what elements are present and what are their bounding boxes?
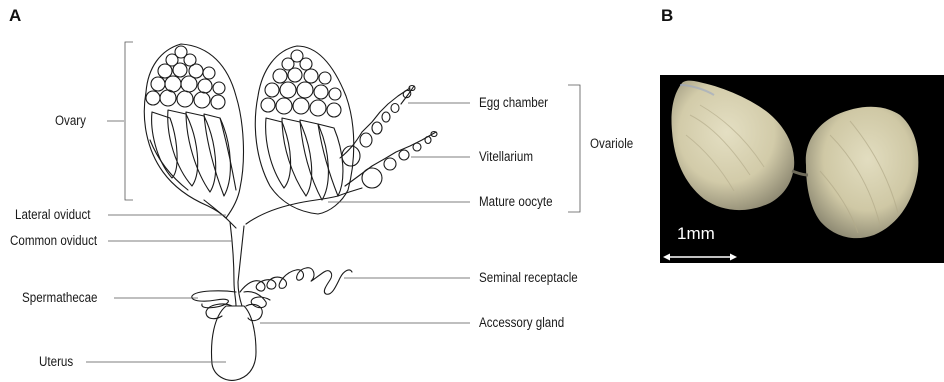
label-spermathecae: Spermathecae — [22, 290, 98, 306]
right-ovary-outline — [255, 46, 353, 214]
label-accessory-gland: Accessory gland — [479, 315, 564, 331]
seminal-receptacle — [240, 268, 352, 295]
scale-bar — [663, 254, 737, 261]
ovary-bracket — [125, 42, 133, 200]
label-egg-chamber: Egg chamber — [479, 95, 548, 111]
lateral-oviduct — [204, 196, 338, 228]
ovariole-bracket — [568, 85, 580, 212]
left-ovary-outline — [144, 44, 243, 218]
scale-bar-label: 1mm — [677, 224, 715, 244]
label-uterus: Uterus — [39, 354, 73, 370]
panel-b-letter: B — [661, 6, 673, 26]
label-common-oviduct: Common oviduct — [10, 233, 97, 249]
right-ovary-ovarioles — [266, 118, 343, 200]
right-ovary-photo — [806, 107, 919, 238]
uterus — [212, 306, 256, 380]
label-mature-oocyte: Mature oocyte — [479, 194, 553, 210]
label-ovary: Ovary — [55, 113, 86, 129]
left-ovary-photo — [671, 81, 794, 210]
common-oviduct — [230, 222, 244, 306]
label-vitellarium: Vitellarium — [479, 149, 533, 165]
label-lateral-oviduct: Lateral oviduct — [15, 207, 91, 223]
label-ovariole: Ovariole — [590, 136, 633, 152]
left-ovary-ovarioles — [150, 110, 236, 196]
left-ovary-cells — [146, 46, 225, 109]
label-seminal-receptacle: Seminal receptacle — [479, 270, 578, 286]
free-ovarioles — [338, 86, 437, 197]
